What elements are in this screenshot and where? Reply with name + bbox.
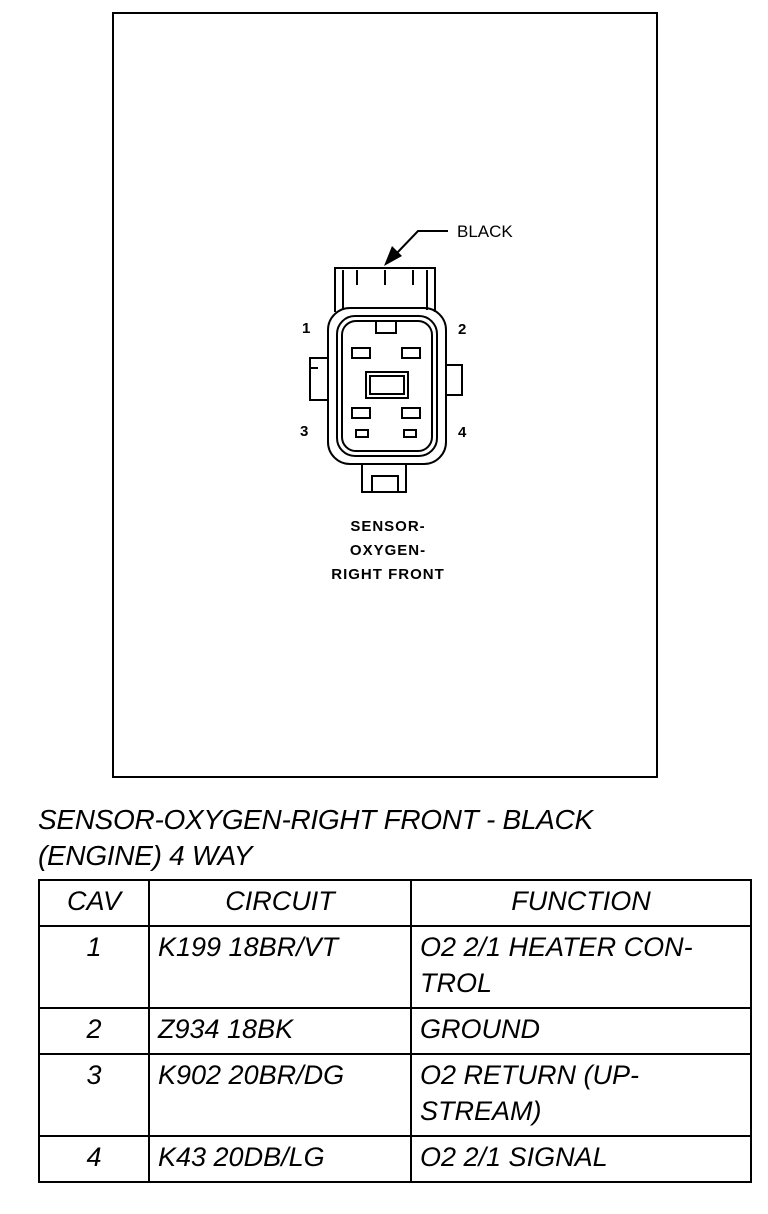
color-callout: BLACK [384, 222, 513, 266]
cell-circuit: K199 18BR/VT [148, 925, 412, 1009]
callout-arrowhead [384, 246, 402, 266]
cell-function: O2 2/1 HEATER CON- TROL [410, 925, 752, 1009]
callout-leader-line [395, 230, 448, 255]
cell-cav: 1 [38, 925, 150, 1009]
connector-keyway [375, 320, 397, 334]
function-line: TROL [420, 968, 493, 998]
function-line: GROUND [420, 1014, 540, 1044]
connector-name-line-2: OXYGEN- [350, 542, 426, 559]
function-line: O2 RETURN (UP- [420, 1060, 640, 1090]
connector-diagram: BLACK 1 2 3 4 [300, 222, 513, 583]
table-header-row: CAV CIRCUIT FUNCTION [38, 879, 752, 927]
connector-center-block [365, 371, 409, 399]
wire-color-label: BLACK [457, 222, 513, 241]
pin-number-1: 1 [302, 320, 310, 337]
table-row: 2 Z934 18BK GROUND [38, 1007, 752, 1055]
pin-number-4: 4 [458, 424, 467, 441]
connector-name: SENSOR- OXYGEN- RIGHT FRONT [331, 518, 445, 583]
function-line: O2 2/1 HEATER CON- [420, 932, 693, 962]
pinout-table: CAV CIRCUIT FUNCTION 1 K199 18BR/VT O2 2… [38, 879, 752, 1183]
pin-number-3: 3 [300, 423, 308, 440]
header-cav: CAV [38, 879, 150, 927]
connector-caption: SENSOR-OXYGEN-RIGHT FRONT - BLACK (ENGIN… [38, 802, 758, 874]
connector-name-line-3: RIGHT FRONT [331, 566, 445, 583]
table-row: 1 K199 18BR/VT O2 2/1 HEATER CON- TROL [38, 925, 752, 1009]
cell-function: O2 RETURN (UP- STREAM) [410, 1053, 752, 1137]
terminal-cavity-3 [351, 407, 371, 419]
cell-function: GROUND [410, 1007, 752, 1055]
header-circuit: CIRCUIT [148, 879, 412, 927]
function-line: STREAM) [420, 1096, 542, 1126]
cell-function: O2 2/1 SIGNAL [410, 1135, 752, 1183]
cell-circuit: K43 20DB/LG [148, 1135, 412, 1183]
terminal-cavity-2 [401, 347, 421, 359]
terminal-cavity-4 [401, 407, 421, 419]
connector-shell-outer [327, 307, 447, 465]
connector-body [309, 267, 463, 493]
caption-line-2: (ENGINE) 4 WAY [38, 840, 253, 871]
terminal-cavity-1 [351, 347, 371, 359]
cell-cav: 3 [38, 1053, 150, 1137]
caption-line-1: SENSOR-OXYGEN-RIGHT FRONT - BLACK [38, 804, 593, 835]
connector-right-tab [446, 364, 463, 396]
cell-cav: 2 [38, 1007, 150, 1055]
header-function: FUNCTION [410, 879, 752, 927]
table-row: 3 K902 20BR/DG O2 RETURN (UP- STREAM) [38, 1053, 752, 1137]
figure-frame [112, 12, 658, 778]
connector-name-line-1: SENSOR- [350, 518, 425, 535]
table-row: 4 K43 20DB/LG O2 2/1 SIGNAL [38, 1135, 752, 1183]
cell-circuit: Z934 18BK [148, 1007, 412, 1055]
cell-cav: 4 [38, 1135, 150, 1183]
connector-shell-inner [336, 315, 438, 457]
pin-number-2: 2 [458, 321, 466, 338]
cell-circuit: K902 20BR/DG [148, 1053, 412, 1137]
connector-left-tab [309, 357, 328, 401]
function-line: O2 2/1 SIGNAL [420, 1142, 608, 1172]
connector-top-latch [334, 267, 436, 312]
connector-bottom-lock [361, 464, 407, 493]
